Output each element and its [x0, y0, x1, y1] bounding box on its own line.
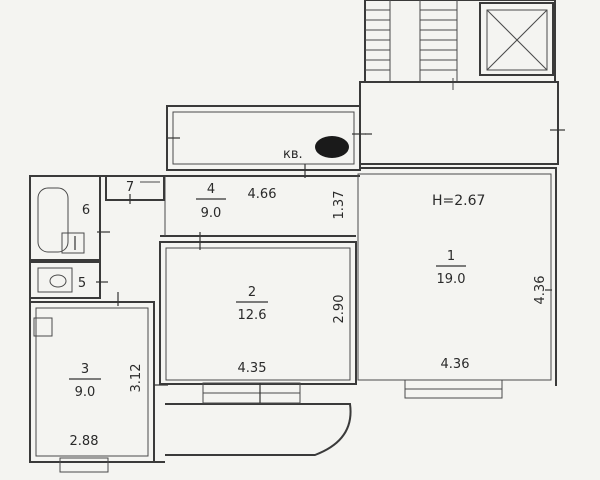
- room-7-number: 7: [126, 180, 134, 195]
- windows: [59, 379, 503, 473]
- wc-5: [29, 261, 108, 299]
- room-3-number: 3: [81, 362, 89, 377]
- balcony: [165, 403, 352, 456]
- room-2-number: 2: [248, 285, 256, 300]
- redaction-mark: [315, 136, 349, 158]
- bathroom-6: [29, 175, 101, 261]
- room-1-depth: 4.36: [533, 276, 548, 305]
- room-1-width: 4.36: [441, 357, 470, 372]
- room-6-number: 6: [82, 203, 90, 218]
- room-2-width: 4.35: [238, 361, 267, 376]
- elevator-shaft: [479, 2, 554, 76]
- hall-length: 4.66: [248, 187, 277, 202]
- room-4-area: 9.0: [201, 206, 222, 221]
- room-3: [29, 292, 168, 463]
- room-3-width: 2.88: [70, 434, 99, 449]
- room-2-depth: 2.90: [332, 295, 347, 324]
- room-3-area: 9.0: [75, 385, 96, 400]
- room-1-area: 19.0: [437, 272, 466, 287]
- apartment-label: кв.: [283, 147, 303, 162]
- room-1-number: 1: [447, 249, 455, 264]
- ceiling-height: H=2.67: [432, 193, 485, 209]
- room-2-area: 12.6: [238, 308, 267, 323]
- room-4-number: 4: [207, 182, 215, 197]
- closet-7: [105, 175, 165, 204]
- hall-depth: 1.37: [332, 191, 347, 220]
- room-3-depth: 3.12: [129, 364, 144, 393]
- room-5-number: 5: [78, 276, 86, 291]
